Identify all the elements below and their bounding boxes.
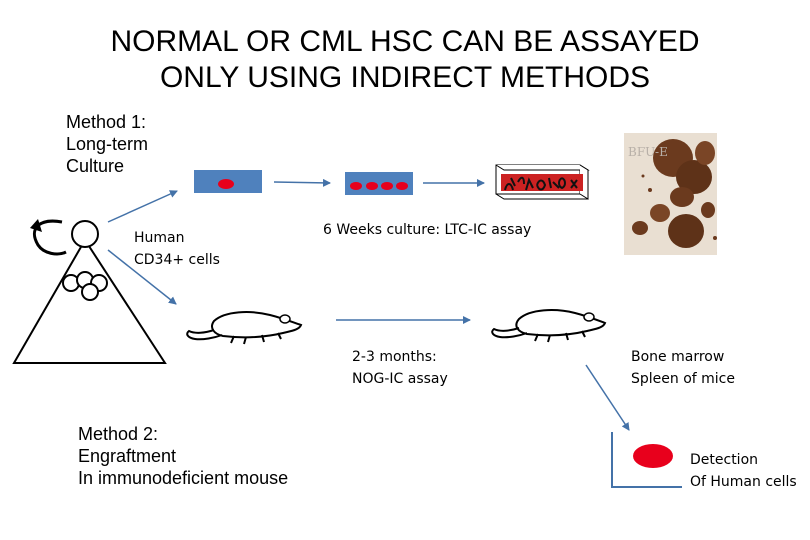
stem-cell-circle	[71, 220, 99, 248]
progenitor-cell-circle	[81, 283, 99, 301]
arrow-to-detection	[585, 364, 630, 431]
nog-ic-label: 2-3 months: NOG-IC assay	[352, 349, 448, 387]
title-line-1: NORMAL OR CML HSC CAN BE ASSAYED	[110, 25, 700, 58]
detection-bracket	[611, 432, 682, 488]
culture-dish-2	[345, 172, 413, 195]
bfu-e-colony-image	[624, 133, 717, 255]
colony-plate	[495, 164, 590, 200]
bfu-e-label: BFU-E	[628, 145, 668, 159]
ltc-ic-label: 6 Weeks culture: LTC-IC assay	[323, 222, 532, 238]
mouse-2-icon	[491, 309, 607, 343]
self-renewal-arrow-icon	[30, 219, 67, 256]
method2-label: Method 2: Engraftment In immunodeficient…	[78, 424, 289, 488]
human-cell-detected	[633, 444, 673, 468]
arrow-culture-1-to-2	[273, 178, 331, 187]
method1-label: Method 1: Long-term Culture	[66, 112, 149, 176]
cd34-cells-label: Human CD34+ cells	[134, 230, 220, 268]
detection-label: Detection Of Human cells	[690, 452, 797, 490]
title-line-2: ONLY USING INDIRECT METHODS	[159, 61, 651, 94]
hsc-hierarchy-triangle	[12, 220, 167, 364]
tissue-label: Bone marrow Spleen of mice	[631, 349, 735, 387]
arrow-to-culture	[107, 190, 178, 223]
culture-dish-1	[194, 170, 262, 193]
mouse-1-icon	[186, 311, 303, 345]
arrow-to-mouse	[107, 249, 177, 305]
